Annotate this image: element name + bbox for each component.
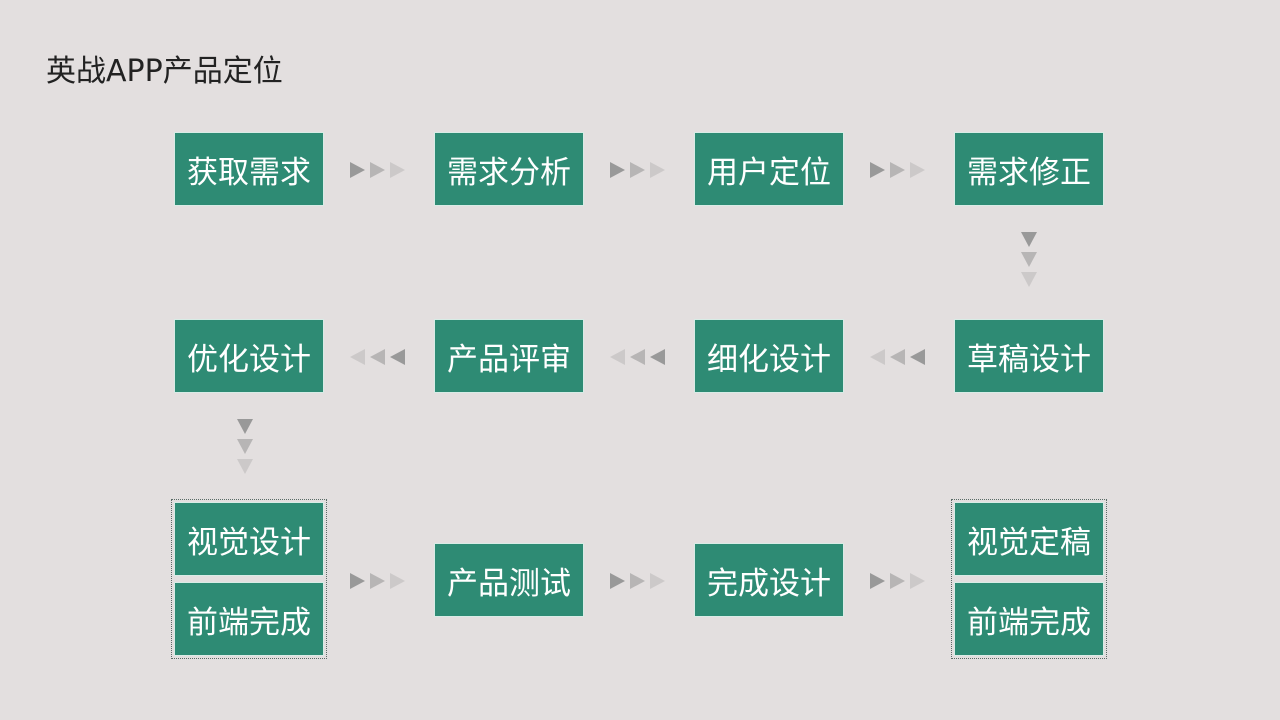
step-requirement-analysis: 需求分析 [434,132,584,206]
step-frontend-complete-2: 前端完成 [954,582,1104,656]
step-get-requirements: 获取需求 [174,132,324,206]
page-title: 英战APP产品定位 [46,54,283,89]
step-product-testing: 产品测试 [434,543,584,617]
arrow-left-3 [350,347,405,367]
group-visual-frontend-1 [171,499,327,659]
arrow-down-2 [235,419,255,474]
step-optimize-design: 优化设计 [174,319,324,393]
arrow-right-5 [610,571,665,591]
step-visual-finalized: 视觉定稿 [954,502,1104,576]
step-user-positioning: 用户定位 [694,132,844,206]
arrow-left-1 [870,347,925,367]
arrow-right-3 [870,160,925,180]
arrow-right-6 [870,571,925,591]
step-draft-design: 草稿设计 [954,319,1104,393]
arrow-right-1 [350,160,405,180]
step-frontend-complete-1: 前端完成 [174,582,324,656]
step-design-complete: 完成设计 [694,543,844,617]
arrow-right-4 [350,571,405,591]
step-requirement-revision: 需求修正 [954,132,1104,206]
arrow-left-2 [610,347,665,367]
step-visual-design: 视觉设计 [174,502,324,576]
group-visual-frontend-2 [951,499,1107,659]
arrow-right-2 [610,160,665,180]
step-detailed-design: 细化设计 [694,319,844,393]
step-product-review: 产品评审 [434,319,584,393]
arrow-down-1 [1019,232,1039,287]
